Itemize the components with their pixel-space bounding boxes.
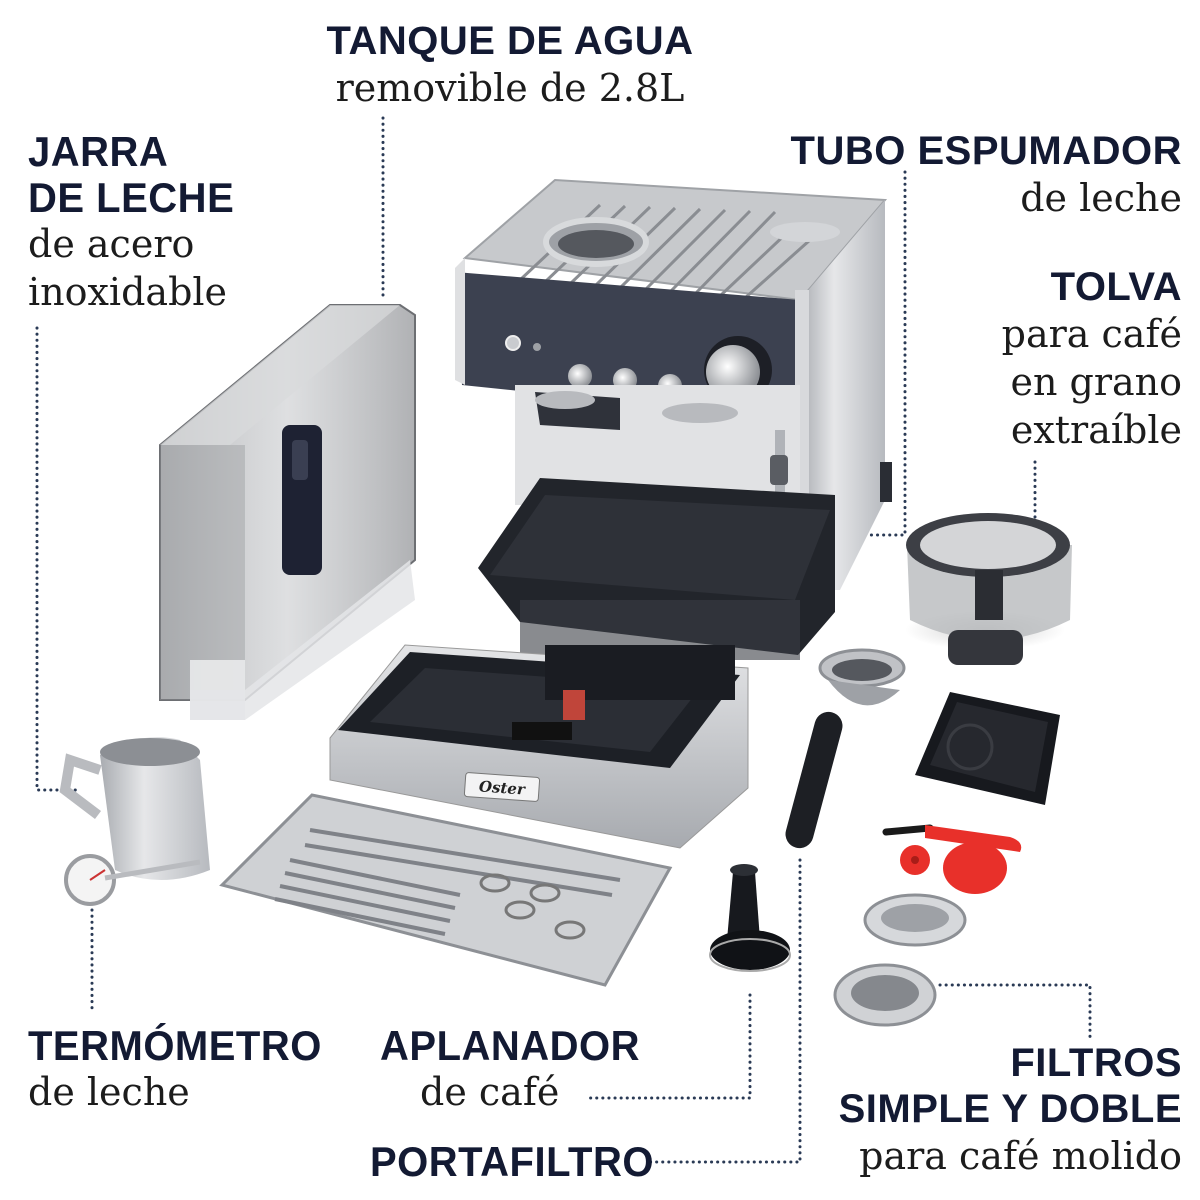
- label-filters: FILTROS SIMPLE Y DOBLE para café molido: [839, 1040, 1182, 1180]
- leader-portafilter: [648, 858, 802, 1164]
- filters-title-line1: FILTROS: [1010, 1041, 1182, 1085]
- hopper-subtitle-line2: en grano: [1010, 360, 1182, 404]
- tamper-title: APLANADOR: [380, 1023, 641, 1070]
- hopper-title: TOLVA: [1050, 265, 1182, 309]
- milk-jug-illustration: [59, 737, 210, 880]
- thermometer-illustration: [64, 854, 201, 906]
- tamper-subtitle: de café: [420, 1070, 560, 1114]
- hopper-subtitle-line1: para café: [1001, 312, 1182, 356]
- thermometer-subtitle: de leche: [28, 1070, 190, 1114]
- button-1: [568, 364, 592, 388]
- leader-milk-jug: [35, 326, 82, 792]
- water-tank-subtitle: removible de 2.8L: [335, 66, 685, 110]
- label-thermometer: TERMÓMETRO de leche: [28, 1022, 322, 1116]
- tamper-illustration: [709, 864, 791, 972]
- label-hopper: TOLVA para café en grano extraíble: [1002, 264, 1182, 454]
- steam-wand-subtitle: de leche: [1020, 176, 1182, 220]
- power-switch: [505, 335, 521, 351]
- leader-steam-wand: [783, 170, 907, 537]
- filters-subtitle: para café molido: [859, 1134, 1182, 1178]
- leader-filters: [938, 983, 1092, 1040]
- filter-baskets-illustration: [833, 893, 967, 1027]
- label-milk-jug: JARRA DE LECHE de acero inoxidable: [28, 128, 234, 316]
- label-tamper: APLANADOR de café: [380, 1022, 641, 1116]
- brand-plate: [463, 772, 541, 802]
- drip-tray-illustration: Oster: [329, 644, 749, 849]
- label-portafilter: PORTAFILTRO: [370, 1138, 654, 1186]
- water-tank-title: TANQUE DE AGUA: [326, 19, 694, 63]
- portafilter-title: PORTAFILTRO: [370, 1139, 654, 1186]
- label-steam-wand: TUBO ESPUMADOR de leche: [791, 128, 1182, 222]
- espresso-machine-illustration: [455, 178, 892, 660]
- water-tank-illustration: [159, 304, 416, 720]
- hopper-subtitle-line3: extraíble: [1010, 408, 1182, 452]
- thermometer-title: TERMÓMETRO: [28, 1023, 322, 1070]
- milk-jug-title-line2: DE LECHE: [28, 175, 235, 222]
- filters-title-line2: SIMPLE Y DOBLE: [838, 1087, 1182, 1131]
- knock-box-illustration: [915, 692, 1060, 805]
- steam-wand-title: TUBO ESPUMADOR: [790, 129, 1182, 173]
- cleaning-tools-illustration: [882, 824, 1022, 894]
- milk-jug-title-line1: JARRA: [28, 129, 169, 176]
- milk-jug-subtitle-line2: inoxidable: [28, 270, 228, 314]
- leader-lines: [35, 116, 1092, 1164]
- bean-hopper-illustration: [905, 513, 1072, 665]
- drip-grate-illustration: [219, 793, 673, 987]
- portafilter-illustration: [785, 648, 906, 849]
- leader-tamper: [583, 993, 752, 1100]
- brand-logo: Oster: [478, 777, 526, 798]
- milk-jug-subtitle-line1: de acero: [28, 222, 195, 266]
- label-water-tank: TANQUE DE AGUA removible de 2.8L: [300, 18, 720, 112]
